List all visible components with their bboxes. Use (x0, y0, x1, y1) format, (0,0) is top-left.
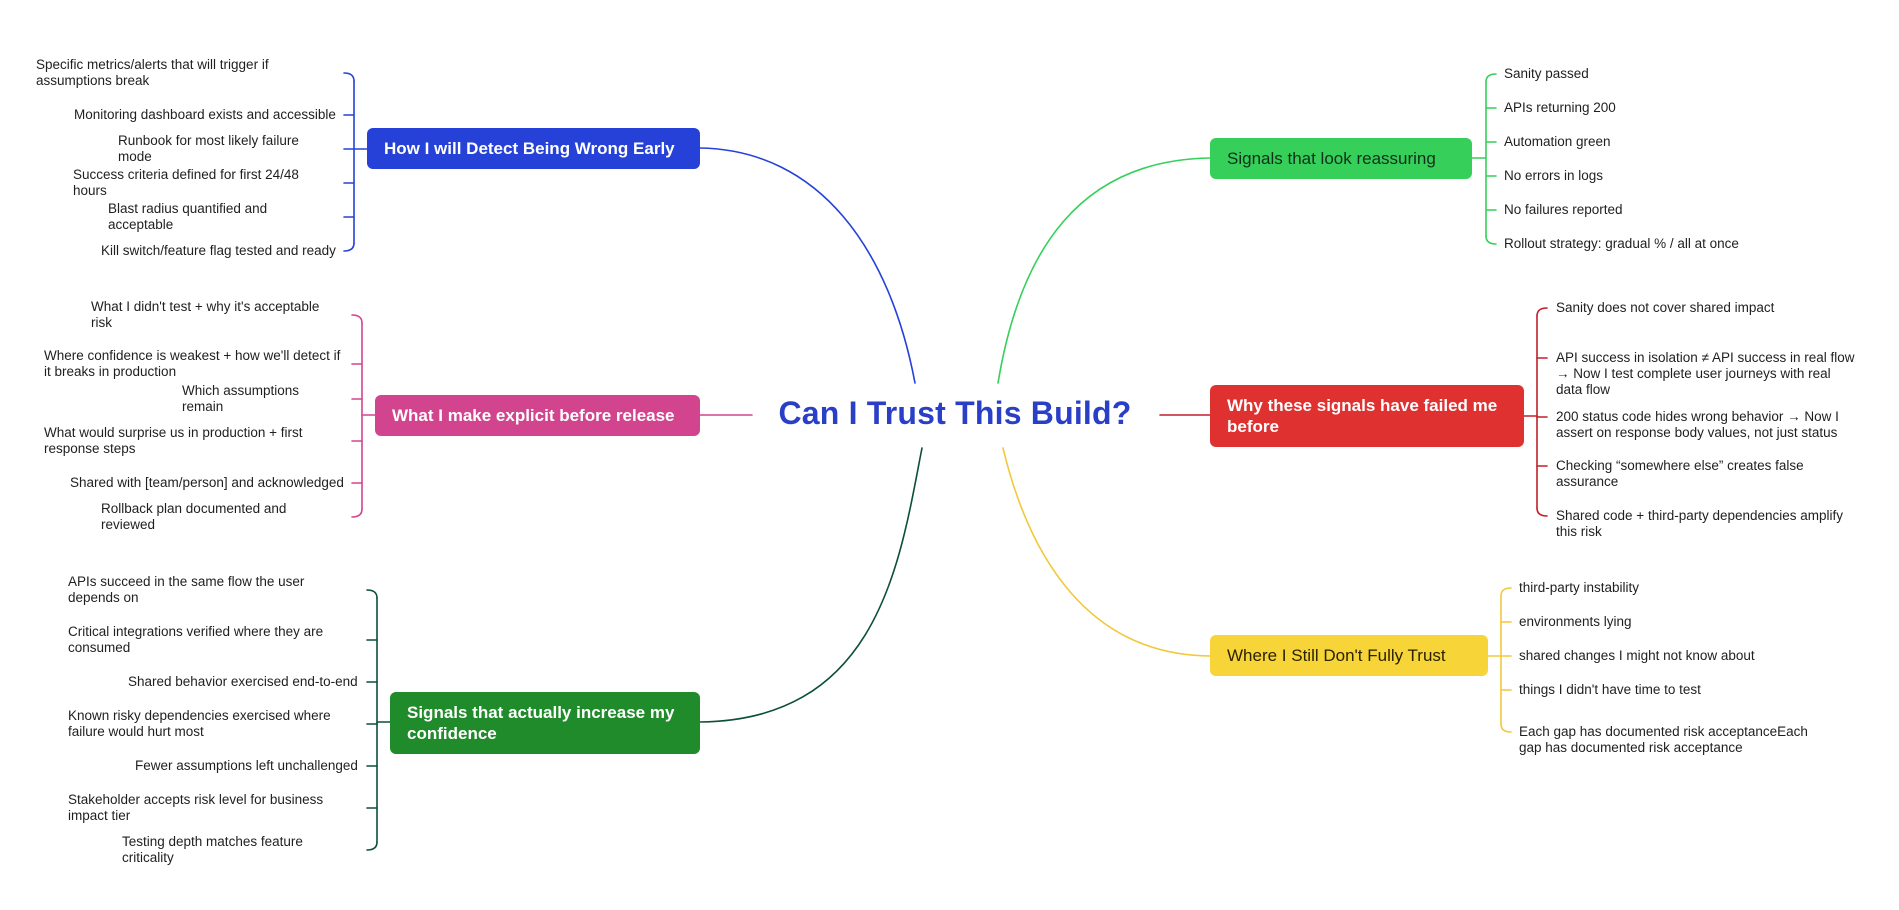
leaf-increase-item[interactable]: Fewer assumptions left unchallenged (135, 758, 358, 773)
leaf-reassuring-item[interactable]: APIs returning 200 (1504, 100, 1616, 115)
leaf-increase-item[interactable]: Shared behavior exercised end-to-end (128, 674, 358, 689)
tick-detect-0 (343, 72, 355, 82)
leaf-detect-item[interactable]: Specific metrics/alerts that will trigge… (36, 57, 269, 88)
tick-distrust-0 (1500, 587, 1512, 597)
leaf-failed-item[interactable]: 200 status code hides wrong behavior → N… (1556, 409, 1839, 440)
tick-increase-0 (366, 589, 378, 599)
leaf-distrust-item[interactable]: Each gap has documented risk acceptanceE… (1519, 724, 1808, 755)
leaf-distrust-item[interactable]: third-party instability (1519, 580, 1640, 595)
leaf-explicit-item[interactable]: Rollback plan documented and reviewed (101, 501, 287, 532)
branch-increase-confidence[interactable]: Signals that actually increase my confid… (390, 692, 700, 754)
tick-increase-6 (366, 841, 378, 851)
leaf-failed-item[interactable]: Shared code + third-party dependencies a… (1556, 508, 1844, 539)
tick-explicit-0 (351, 314, 363, 324)
leaf-explicit-item[interactable]: What would surprise us in production + f… (44, 425, 303, 456)
branch-make-explicit[interactable]: What I make explicit before release (375, 395, 700, 436)
leaf-increase-item[interactable]: APIs succeed in the same flow the user d… (68, 574, 305, 605)
leaf-explicit-item[interactable]: Where confidence is weakest + how we'll … (44, 348, 341, 379)
leaf-detect-item[interactable]: Success criteria defined for first 24/48… (73, 167, 299, 198)
tick-reassuring-5 (1485, 235, 1497, 245)
branch-look-reassuring[interactable]: Signals that look reassuring (1210, 138, 1472, 179)
leaf-explicit-item[interactable]: Which assumptions remain (182, 383, 300, 414)
leaf-reassuring-item[interactable]: Sanity passed (1504, 66, 1589, 81)
leaf-reassuring-item[interactable]: Automation green (1504, 134, 1611, 149)
tick-explicit-5 (351, 508, 363, 518)
leaf-increase-item[interactable]: Known risky dependencies exercised where… (68, 708, 331, 739)
leaf-failed-item[interactable]: Checking “somewhere else” creates false … (1556, 458, 1804, 489)
leaf-reassuring-item[interactable]: No failures reported (1504, 202, 1623, 217)
leaf-increase-item[interactable]: Critical integrations verified where the… (68, 624, 324, 655)
branch-signals-failed[interactable]: Why these signals have failed me before (1210, 385, 1524, 447)
leaf-explicit-item[interactable]: Shared with [team/person] and acknowledg… (70, 475, 344, 490)
leaf-reassuring-item[interactable]: No errors in logs (1504, 168, 1604, 183)
tick-detect-5 (343, 242, 355, 252)
leaf-distrust-item[interactable]: environments lying (1519, 614, 1632, 629)
tick-failed-0 (1536, 307, 1548, 317)
leaf-detect-item[interactable]: Kill switch/feature flag tested and read… (101, 243, 336, 258)
leaf-reassuring-item[interactable]: Rollout strategy: gradual % / all at onc… (1504, 236, 1739, 251)
leaf-distrust-item[interactable]: shared changes I might not know about (1519, 648, 1755, 663)
leaf-explicit-item[interactable]: What I didn't test + why it's acceptable… (91, 299, 320, 330)
leaf-detect-item[interactable]: Runbook for most likely failure mode (118, 133, 299, 164)
link-center-detect (699, 147, 916, 384)
leaf-detect-item[interactable]: Monitoring dashboard exists and accessib… (74, 107, 336, 122)
link-center-reassuring (997, 157, 1211, 384)
link-center-distrust (1002, 447, 1211, 657)
leaf-failed-item[interactable]: Sanity does not cover shared impact (1556, 300, 1775, 315)
branch-dont-fully-trust[interactable]: Where I Still Don't Fully Trust (1210, 635, 1488, 676)
leaf-detect-item[interactable]: Blast radius quantified and acceptable (108, 201, 268, 232)
branch-detect-wrong-early[interactable]: How I will Detect Being Wrong Early (367, 128, 700, 169)
leaf-increase-item[interactable]: Testing depth matches feature criticalit… (122, 834, 303, 865)
leaf-failed-item[interactable]: API success in isolation ≠ API success i… (1556, 350, 1855, 397)
tick-distrust-4 (1500, 723, 1512, 733)
leaf-increase-item[interactable]: Stakeholder accepts risk level for busin… (68, 792, 324, 823)
central-topic[interactable]: Can I Trust This Build? (778, 395, 1132, 431)
tick-failed-4 (1536, 507, 1548, 517)
tick-reassuring-0 (1485, 73, 1497, 83)
leaf-distrust-item[interactable]: things I didn't have time to test (1519, 682, 1701, 697)
link-center-increase (699, 447, 923, 723)
